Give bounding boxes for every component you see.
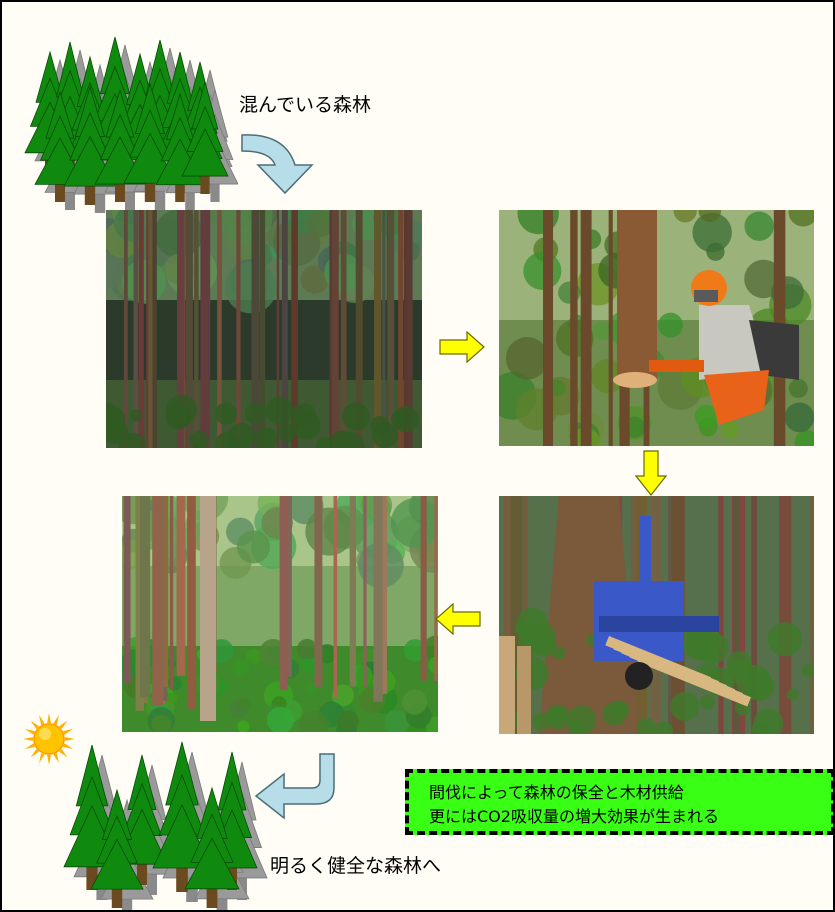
sparse-conifer-trees-icon <box>63 741 268 910</box>
thinning-benefits-note: 間伐によって森林の保全と木材供給 更にはCO2吸収量の増大効果が生まれる <box>405 769 833 835</box>
log-forwarder-photo <box>499 496 814 734</box>
healthy-forest-label: 明るく健全な森林へ <box>270 855 442 877</box>
dense-forest-photo <box>106 210 422 448</box>
curved-arrow-icon <box>241 134 314 195</box>
sun-icon <box>23 713 75 765</box>
hook-arrow-icon <box>254 753 335 820</box>
thinning-worker-photo <box>499 210 814 446</box>
note-line-2: 更にはCO2吸収量の増大効果が生まれる <box>429 807 719 826</box>
down-arrow-icon <box>635 450 667 496</box>
left-arrow-icon <box>435 603 481 635</box>
crowded-forest-label: 混んでいる森林 <box>239 94 372 116</box>
thinned-forest-photo <box>122 496 438 732</box>
note-line-1: 間伐によって森林の保全と木材供給 <box>429 783 684 802</box>
right-arrow-icon <box>439 331 485 363</box>
dense-conifer-trees-icon <box>24 36 238 213</box>
